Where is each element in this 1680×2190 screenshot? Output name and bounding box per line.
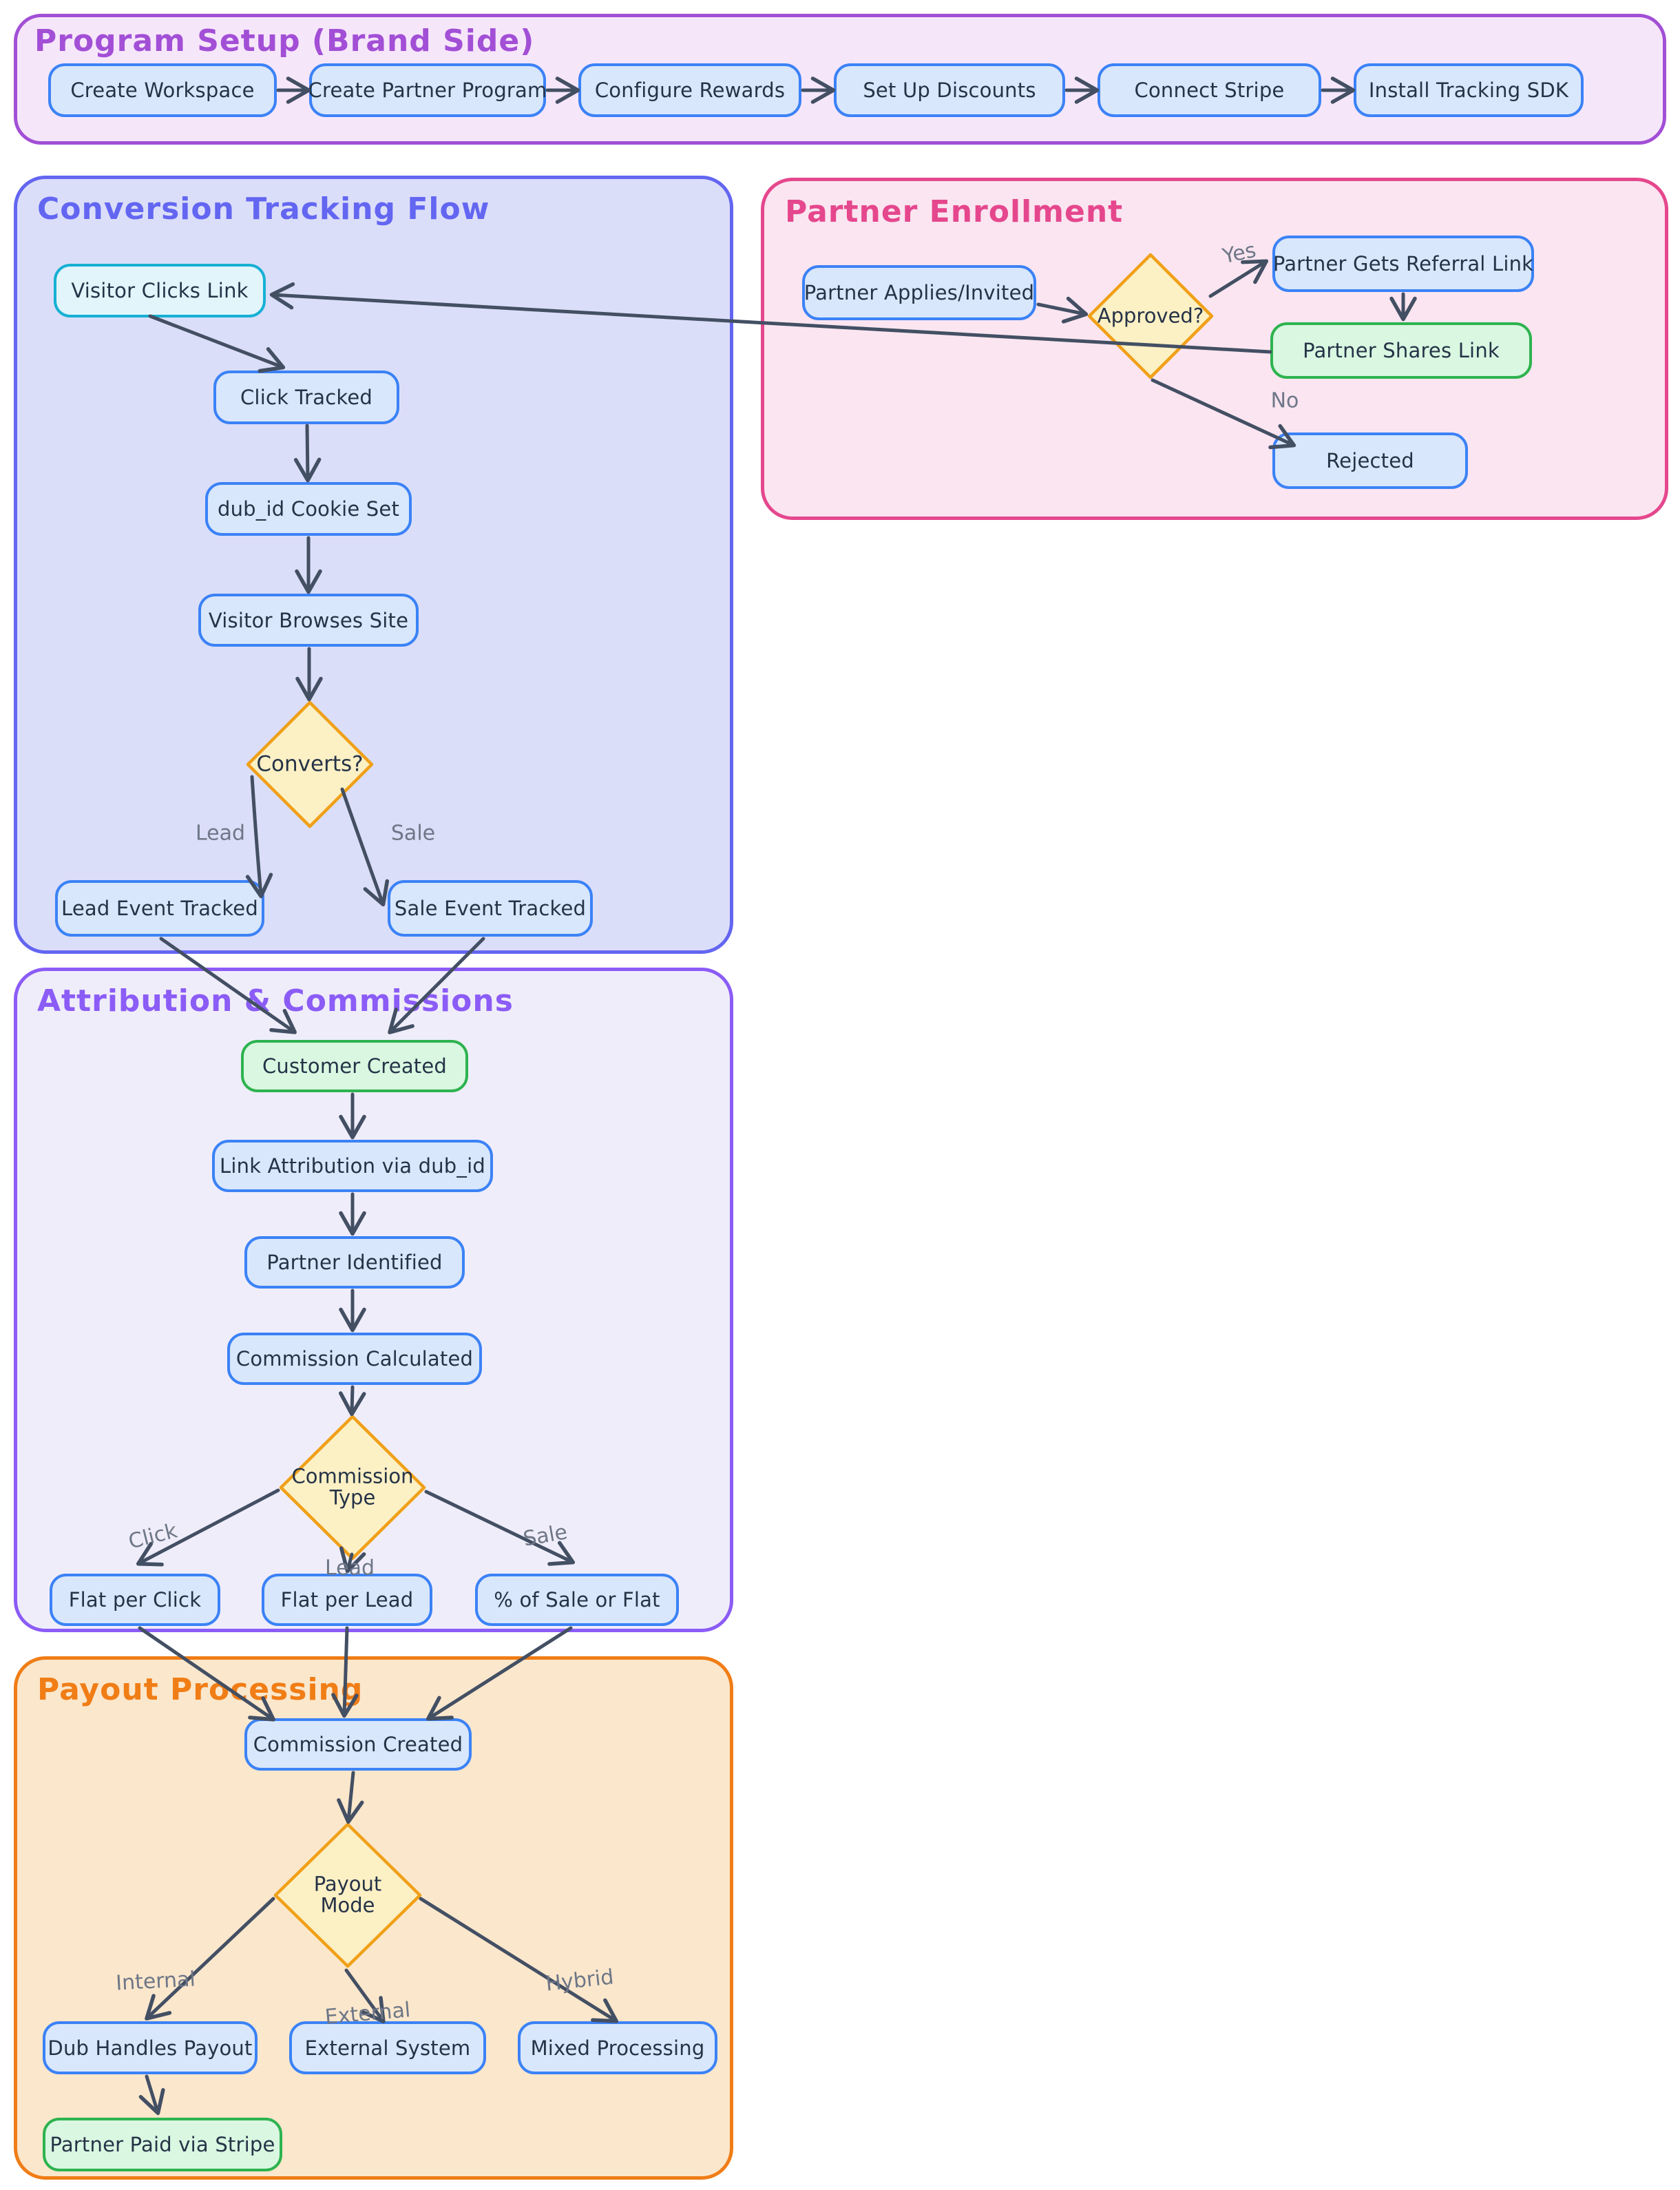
node-label: Rejected bbox=[1326, 449, 1414, 472]
node-label: Install Tracking SDK bbox=[1368, 79, 1569, 102]
node-label: Partner Paid via Stripe bbox=[50, 2133, 275, 2156]
node-label: Click Tracked bbox=[240, 386, 373, 409]
section-title-conversion-tracking: Conversion Tracking Flow bbox=[37, 191, 490, 227]
node-label: Connect Stripe bbox=[1134, 79, 1285, 102]
node-label: Sale Event Tracked bbox=[394, 897, 587, 920]
section-title-payout-processing: Payout Processing bbox=[37, 1672, 364, 1707]
node-label: Commission Calculated bbox=[235, 1347, 474, 1370]
node-sale-event-tracked: Sale Event Tracked bbox=[388, 880, 593, 937]
node-visitor-clicks-link: Visitor Clicks Link bbox=[54, 264, 266, 317]
node-install-tracking-sdk: Install Tracking SDK bbox=[1354, 63, 1584, 117]
node-label: Partner Gets Referral Link bbox=[1272, 252, 1534, 275]
node-label: Commission Created bbox=[253, 1733, 463, 1756]
node-create-workspace: Create Workspace bbox=[48, 63, 277, 117]
node-pct-of-sale: % of Sale or Flat bbox=[475, 1574, 679, 1626]
node-commission-created: Commission Created bbox=[244, 1718, 472, 1771]
node-label: Create Partner Program bbox=[308, 79, 547, 102]
node-create-partner-program: Create Partner Program bbox=[308, 63, 547, 117]
node-flat-per-lead: Flat per Lead bbox=[262, 1574, 432, 1626]
node-label: Configure Rewards bbox=[594, 79, 786, 102]
node-commission-calculated: Commission Calculated bbox=[227, 1333, 482, 1385]
node-label: Partner Shares Link bbox=[1303, 339, 1500, 362]
node-label: Create Workspace bbox=[70, 79, 255, 102]
node-label: Customer Created bbox=[262, 1054, 448, 1078]
node-label: Set Up Discounts bbox=[863, 79, 1036, 102]
section-title-partner-enrollment: Partner Enrollment bbox=[785, 194, 1124, 229]
node-configure-rewards: Configure Rewards bbox=[578, 63, 801, 117]
node-rejected: Rejected bbox=[1272, 432, 1468, 489]
node-label: Flat per Click bbox=[68, 1588, 202, 1612]
node-connect-stripe: Connect Stripe bbox=[1098, 63, 1321, 117]
node-partner-shares-link: Partner Shares Link bbox=[1270, 322, 1532, 379]
node-label: External System bbox=[304, 2036, 471, 2060]
node-dub-id-cookie-set: dub_id Cookie Set bbox=[205, 482, 412, 536]
node-label: Link Attribution via dub_id bbox=[220, 1154, 485, 1178]
node-partner-gets-referral-link: Partner Gets Referral Link bbox=[1272, 236, 1534, 292]
node-partner-identified: Partner Identified bbox=[244, 1236, 465, 1289]
node-label: Lead Event Tracked bbox=[61, 897, 258, 920]
node-visitor-browses-site: Visitor Browses Site bbox=[198, 594, 419, 647]
node-label: Visitor Browses Site bbox=[208, 608, 409, 632]
section-title-attribution-commissions: Attribution & Commissions bbox=[37, 983, 514, 1019]
node-flat-per-click: Flat per Click bbox=[50, 1574, 220, 1626]
node-label: Dub Handles Payout bbox=[48, 2036, 253, 2060]
node-partner-applies: Partner Applies/Invited bbox=[802, 265, 1036, 320]
node-click-tracked: Click Tracked bbox=[213, 371, 399, 424]
node-external-system: External System bbox=[289, 2021, 486, 2074]
node-partner-paid-via-stripe: Partner Paid via Stripe bbox=[43, 2118, 282, 2171]
node-label: % of Sale or Flat bbox=[494, 1588, 660, 1612]
node-label: dub_id Cookie Set bbox=[217, 497, 400, 521]
node-lead-event-tracked: Lead Event Tracked bbox=[55, 880, 264, 937]
node-dub-handles-payout: Dub Handles Payout bbox=[43, 2021, 258, 2074]
node-label: Partner Applies/Invited bbox=[804, 281, 1035, 304]
section-title-program-setup: Program Setup (Brand Side) bbox=[34, 23, 535, 59]
node-label: Visitor Clicks Link bbox=[71, 279, 249, 302]
node-label: Partner Identified bbox=[266, 1251, 443, 1274]
node-mixed-processing: Mixed Processing bbox=[518, 2021, 717, 2074]
node-label: Mixed Processing bbox=[530, 2036, 705, 2060]
node-set-up-discounts: Set Up Discounts bbox=[834, 63, 1065, 117]
node-link-attribution: Link Attribution via dub_id bbox=[212, 1140, 493, 1192]
node-label: Flat per Lead bbox=[280, 1588, 414, 1612]
node-customer-created: Customer Created bbox=[241, 1040, 468, 1092]
